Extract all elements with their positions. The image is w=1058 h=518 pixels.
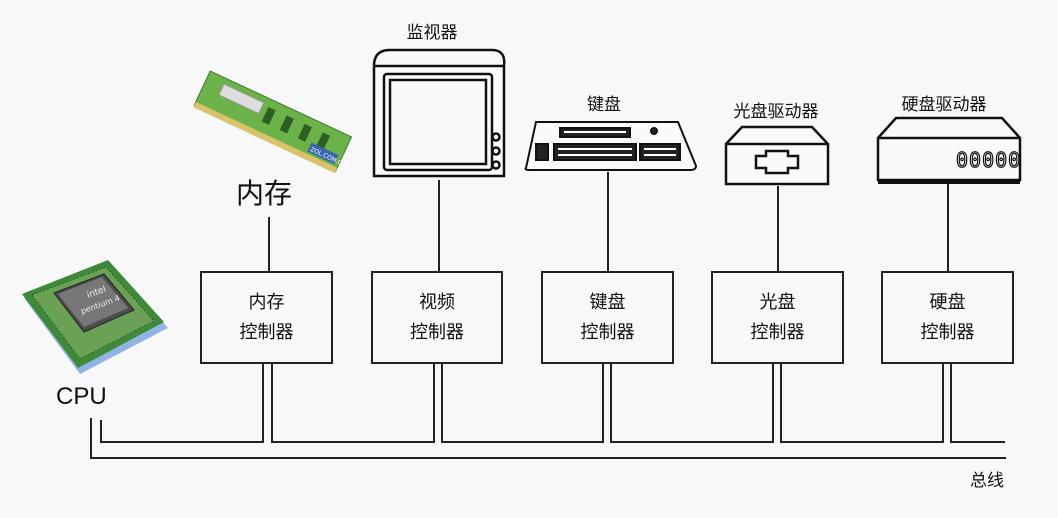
cpu-memory-line [100, 363, 264, 443]
memory-controller-box: 内存 控制器 [200, 271, 333, 364]
memctrl-video-line [271, 363, 435, 443]
cpu-label: CPU [56, 383, 107, 410]
controller-name: 光盘 [759, 291, 796, 313]
hdd-end-line [950, 363, 1005, 443]
controller-name: 内存 [248, 291, 285, 313]
hdd-display: 00000 [956, 148, 1021, 172]
controller-type: 控制器 [920, 321, 975, 343]
monitor-label: 监视器 [406, 23, 458, 43]
controller-name: 视频 [419, 291, 455, 313]
bus-label: 总线 [970, 471, 1004, 491]
video-controller-box: 视频 控制器 [371, 271, 503, 364]
hdd-controller-box: 硬盘 控制器 [881, 271, 1014, 364]
controller-type: 控制器 [410, 321, 464, 343]
optical-hdd-line [780, 363, 944, 443]
keyboard-label: 键盘 [587, 95, 621, 115]
hdd-label: 硬盘驱动器 [901, 95, 987, 115]
memory-stick-icon: ZOL.COM.CN [193, 70, 352, 174]
controller-name: 键盘 [589, 291, 626, 313]
keyboard-controller-box: 键盘 控制器 [541, 271, 674, 364]
cpu-chip-icon: intel pentium 4 [22, 260, 168, 374]
keyboard-icon [524, 121, 698, 171]
controller-type: 控制器 [750, 321, 805, 343]
hdd-icon: 00000 [876, 116, 1022, 184]
system-bus-line [90, 418, 1006, 459]
video-keyboard-line [441, 363, 604, 443]
optical-drive-label: 光盘驱动器 [733, 102, 819, 122]
memory-label: 内存 [236, 177, 293, 210]
monitor-icon [372, 48, 506, 178]
optical-drive-icon [724, 125, 830, 186]
controller-type: 控制器 [580, 321, 635, 343]
controller-type: 控制器 [239, 321, 294, 343]
controller-name: 硬盘 [929, 291, 966, 313]
optical-controller-box: 光盘 控制器 [711, 271, 844, 364]
keyboard-optical-line [610, 363, 774, 443]
